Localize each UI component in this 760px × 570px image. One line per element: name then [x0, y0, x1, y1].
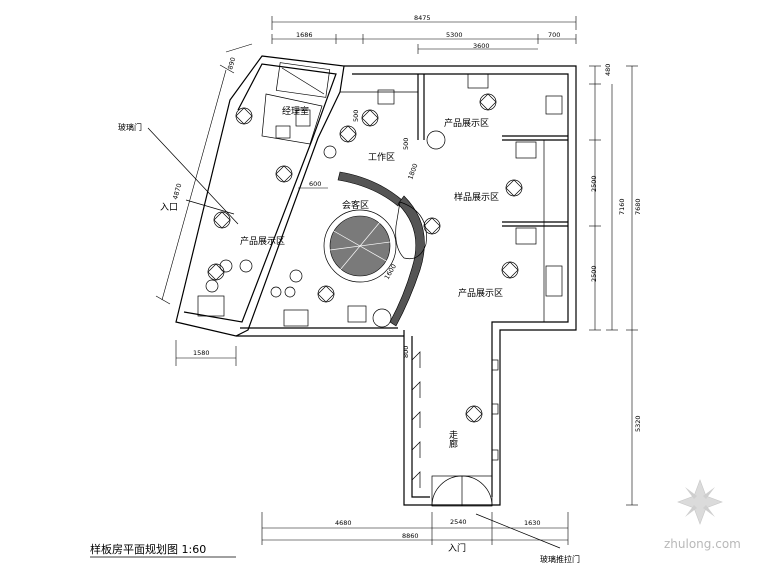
dim-left-bottom: 1580 [193, 349, 210, 357]
label-entrance-bottom: 入门 [448, 542, 466, 554]
dim-top-right: 700 [548, 31, 560, 39]
dim-right-mid2: 2500 [590, 265, 598, 282]
dim-bottom-total: 8860 [402, 532, 419, 540]
dim-right-mid1: 2500 [590, 175, 598, 192]
dim-right-lower: 5320 [634, 415, 642, 432]
left-entrance-arrow [147, 127, 239, 225]
spotlight-symbols [207, 93, 523, 423]
dim-top-left: 1686 [296, 31, 313, 39]
dim-right-inner: 7160 [618, 198, 626, 215]
counters [197, 62, 563, 327]
bottom-dimensions: 4680 2540 1630 8860 [261, 512, 569, 545]
label-corridor: 走廊 [447, 430, 458, 449]
label-meeting: 会客区 [342, 199, 369, 211]
dim-left-vertical: 4870 [171, 182, 183, 200]
dim-top-mid: 5300 [446, 31, 463, 39]
label-display-left: 产品展示区 [240, 235, 285, 247]
dim-inner-500: 500 [402, 138, 410, 150]
corridor-shelves [411, 351, 499, 488]
label-work-area: 工作区 [368, 151, 395, 163]
dim-top-inner: 3600 [473, 42, 490, 50]
title-block: 样板房平面规划图 1:60 [90, 542, 236, 558]
meeting-table [323, 209, 397, 283]
label-entrance-left: 入口 [160, 202, 178, 213]
label-office: 经理室 [282, 105, 309, 117]
dim-inner-500b: 500 [352, 110, 360, 122]
label-door-note: 玻璃推拉门 [540, 554, 580, 564]
label-glass-door: 玻璃门 [118, 122, 142, 132]
curved-feature-wall [337, 171, 427, 327]
entrance-door [431, 475, 561, 549]
dim-corridor-800: 800 [402, 346, 410, 358]
walls [175, 55, 577, 506]
dim-right-top: 480 [604, 64, 612, 76]
watermark: zhulong.com [664, 479, 741, 551]
dim-inner-1800: 1800 [406, 162, 419, 180]
label-display-mid: 样品展示区 [454, 191, 499, 203]
dim-bottom-left: 4680 [335, 519, 352, 527]
label-display-top: 产品展示区 [444, 117, 489, 129]
drawing-title: 样板房平面规划图 1:60 [90, 542, 206, 556]
watermark-text: zhulong.com [664, 537, 741, 551]
dim-circle-1600: 1600 [383, 263, 398, 281]
label-display-low: 产品展示区 [458, 287, 503, 299]
dim-bottom-right: 1630 [524, 519, 541, 527]
furniture-circles [205, 130, 446, 328]
dim-top-total: 8475 [414, 14, 431, 22]
dim-left-top: 890 [226, 56, 237, 70]
top-dimensions: 8475 1686 5300 700 3600 [271, 14, 577, 54]
dim-right-total: 7680 [634, 198, 642, 215]
right-dimensions: 480 2500 2500 7160 7680 5320 [589, 64, 642, 506]
dim-inner-600: 600 [309, 180, 321, 188]
room-labels: 入口 入门 经理室 工作区 产品展示区 样品展示区 产品展示区 产品展示区 会客… [118, 105, 580, 564]
dim-bottom-mid: 2540 [450, 518, 467, 526]
